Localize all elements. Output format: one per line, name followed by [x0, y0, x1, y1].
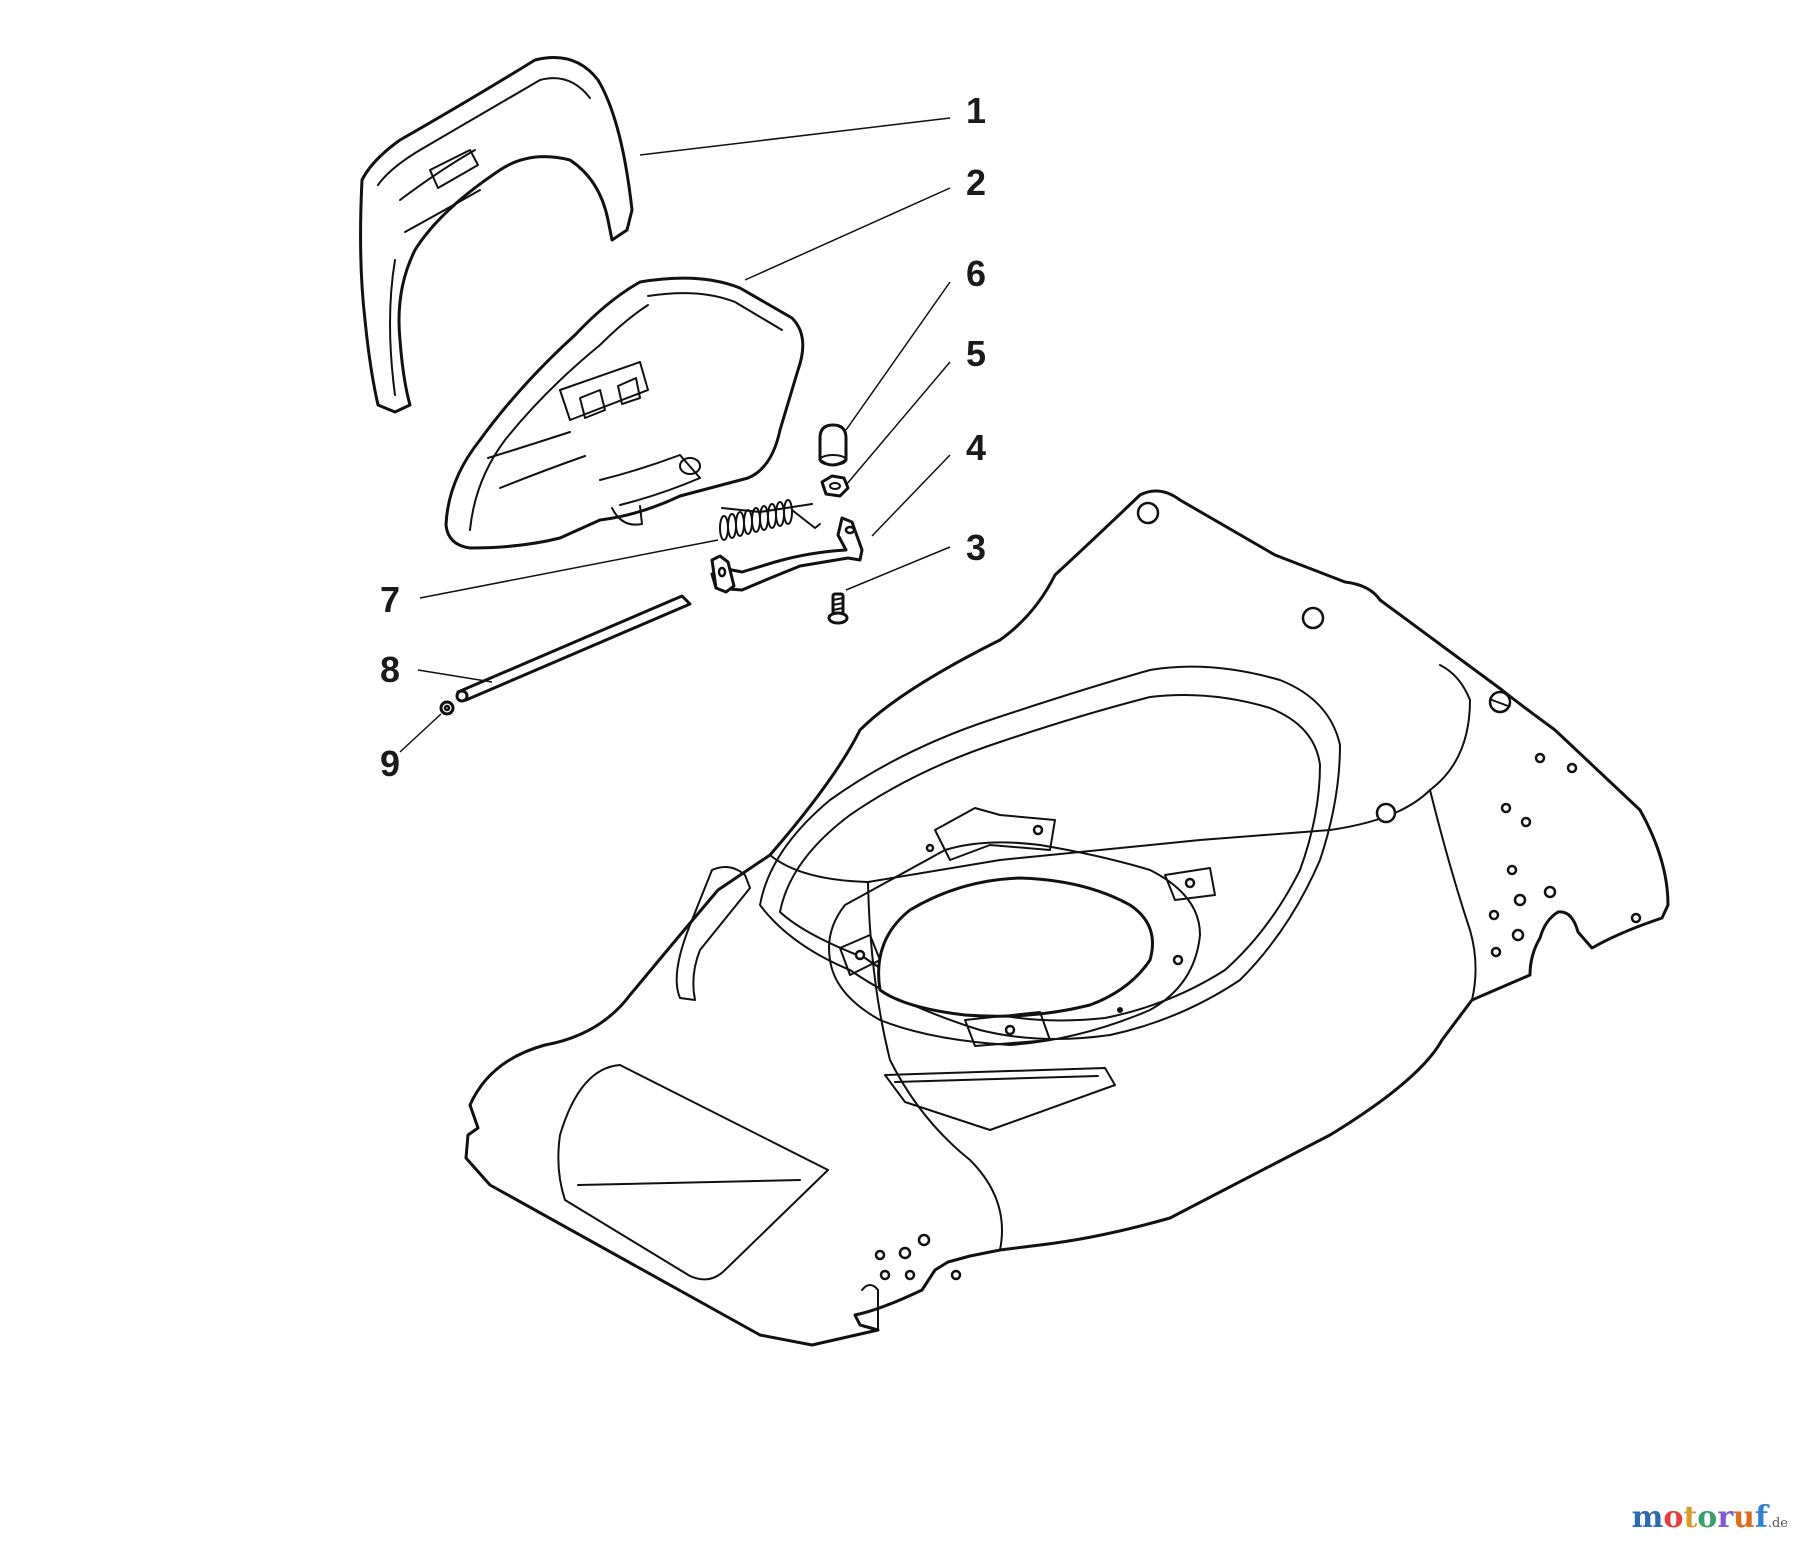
callout-1: 1	[966, 90, 986, 131]
leader-1	[639, 117, 951, 156]
callout-2: 2	[966, 162, 986, 203]
part-7-spring	[719, 499, 821, 541]
leader-3	[845, 546, 951, 591]
part-3-screw	[827, 592, 849, 625]
part-9-washer	[439, 700, 455, 716]
leader-lines	[399, 117, 951, 753]
logo-letter: t	[1683, 1500, 1698, 1535]
leader-4	[871, 454, 951, 537]
leader-6	[845, 281, 951, 431]
logo-letter: o	[1663, 1500, 1684, 1535]
logo-letter: f	[1754, 1500, 1768, 1535]
callout-9: 9	[380, 743, 400, 784]
part-4-bracket	[710, 516, 864, 594]
motoruf-watermark-logo: motoruf.de	[1632, 1500, 1788, 1535]
callout-8: 8	[380, 649, 400, 690]
logo-letter: m	[1631, 1500, 1664, 1535]
callout-labels: 1 2 3 4 5 6 7 8 9	[380, 90, 986, 784]
leader-5	[845, 361, 951, 486]
leader-9	[399, 713, 442, 753]
part-2-deflector-flap	[444, 276, 805, 550]
leader-2	[744, 187, 951, 281]
part-1-rear-guard	[359, 56, 634, 414]
part-6-cap-nut	[818, 423, 848, 467]
mower-deck	[464, 489, 1670, 1347]
logo-letter: r	[1717, 1500, 1734, 1535]
callout-3: 3	[966, 527, 986, 568]
callout-6: 6	[966, 253, 986, 294]
callout-4: 4	[966, 427, 986, 468]
callout-7: 7	[380, 579, 400, 620]
callout-5: 5	[966, 333, 986, 374]
part-8-rod	[455, 594, 692, 703]
leader-7	[419, 539, 719, 599]
logo-suffix: .de	[1767, 1516, 1788, 1531]
logo-letter: u	[1733, 1500, 1755, 1535]
logo-letter: o	[1697, 1500, 1718, 1535]
leader-8	[417, 669, 493, 683]
part-5-nut	[820, 474, 850, 498]
